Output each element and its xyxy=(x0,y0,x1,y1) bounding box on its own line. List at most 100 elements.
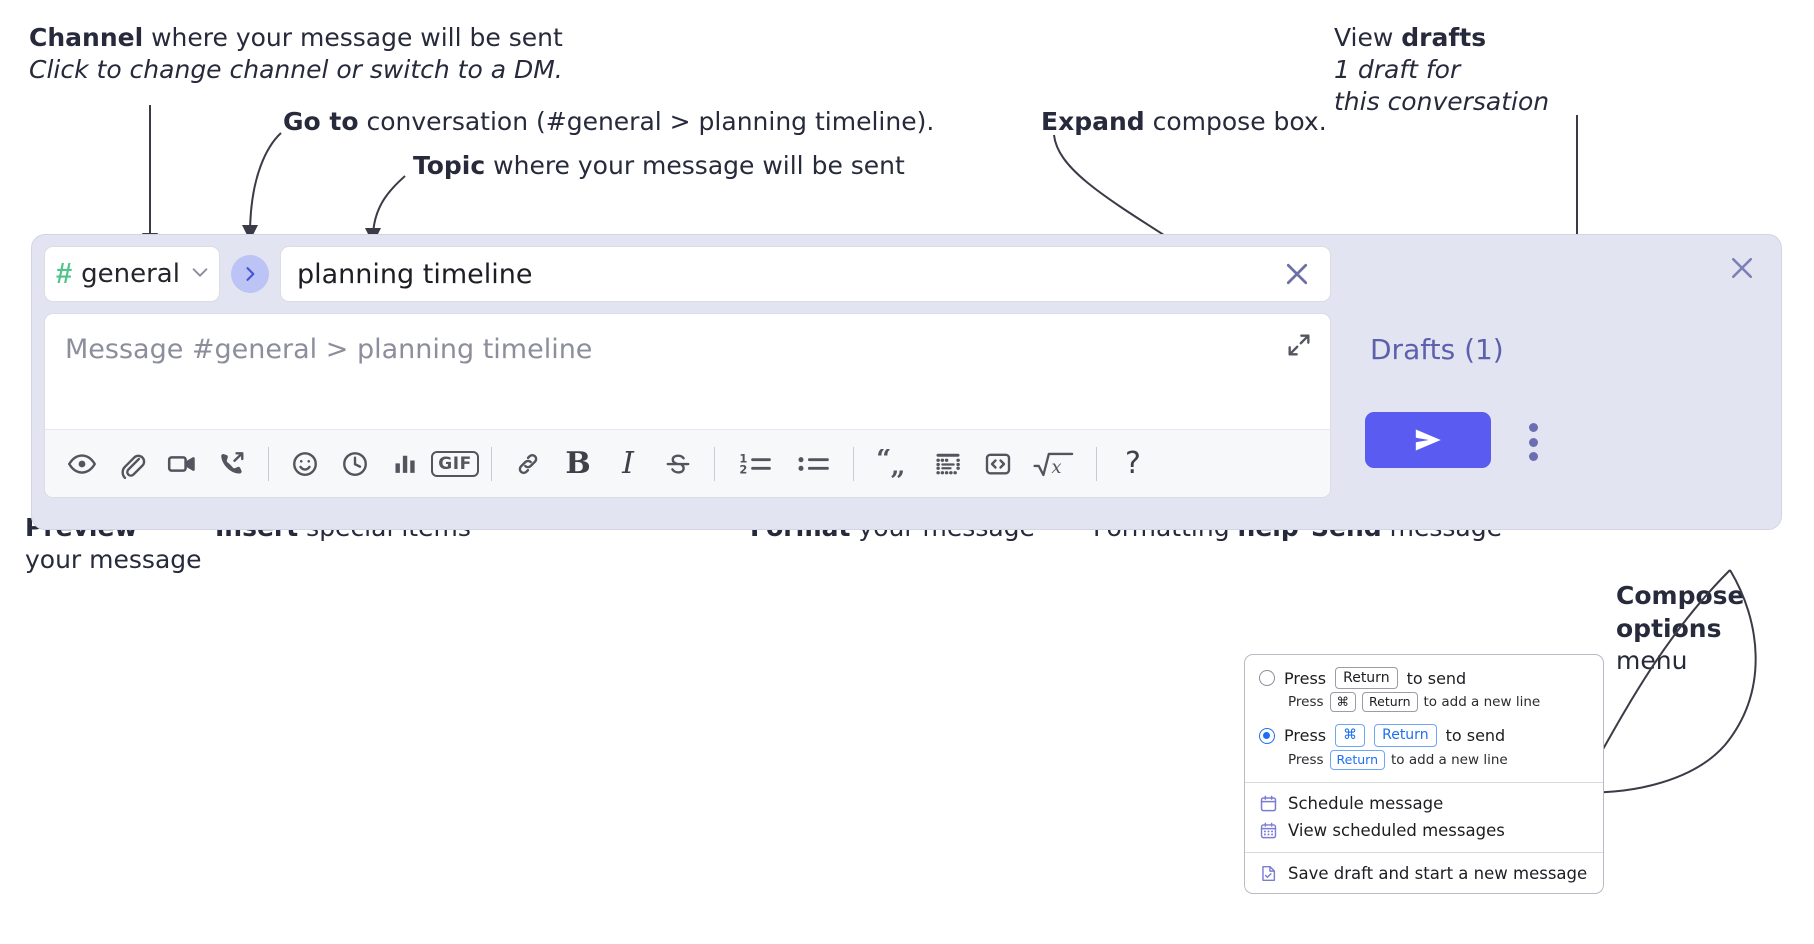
annotation-compose-options: Compose options menu xyxy=(1616,580,1744,678)
hash-icon: # xyxy=(56,257,73,290)
compose-right-column: Drafts (1) xyxy=(1343,235,1783,529)
compose-left-column: # general planning timeline Message #gen… xyxy=(44,246,1331,498)
send-shortcut-hint-1: Press ⌘ Return to add a new line xyxy=(1245,691,1603,716)
topic-value: planning timeline xyxy=(297,258,533,290)
channel-name: general xyxy=(81,259,180,289)
menu-item-label: Schedule message xyxy=(1288,793,1444,813)
svg-text:1: 1 xyxy=(739,451,747,465)
channel-selector[interactable]: # general xyxy=(44,246,220,302)
annotation-goto: Go to conversation (#general > planning … xyxy=(283,106,934,138)
message-box[interactable]: Message #general > planning timeline xyxy=(44,313,1331,498)
annotation-drafts-bold: drafts xyxy=(1401,23,1487,52)
document-check-icon xyxy=(1259,864,1278,883)
toolbar-divider xyxy=(853,446,854,481)
more-dot xyxy=(1528,423,1538,432)
close-icon[interactable] xyxy=(1725,251,1759,285)
bold-button[interactable]: B xyxy=(553,439,603,489)
audio-clip-button[interactable] xyxy=(207,439,257,489)
more-dot xyxy=(1528,452,1538,461)
send-shortcut-option-2[interactable]: Press ⌘ Return to send xyxy=(1245,722,1603,748)
math-button[interactable]: x xyxy=(1023,439,1085,489)
annotation-expand: Expand compose box. xyxy=(1041,106,1327,138)
annotation-channel-sub: Click to change channel or switch to a D… xyxy=(29,55,563,84)
svg-text:“: “ xyxy=(876,449,891,475)
option-action-label: to send xyxy=(1406,668,1467,688)
menu-item-label: View scheduled messages xyxy=(1288,820,1505,840)
gif-label: GIF xyxy=(431,450,479,477)
link-button[interactable] xyxy=(503,439,553,489)
annotation-goto-bold: Go to xyxy=(283,107,359,136)
annotation-channel-bold: Channel xyxy=(29,23,144,52)
italic-label: I xyxy=(622,446,634,481)
blockquote-button[interactable]: “ „ xyxy=(865,439,923,489)
toolbar-divider xyxy=(268,446,269,481)
message-input-placeholder: Message #general > planning timeline xyxy=(65,334,593,365)
option-press-label: Press xyxy=(1284,668,1327,688)
menu-item-label: Save draft and start a new message xyxy=(1288,863,1588,883)
preview-button[interactable] xyxy=(57,439,107,489)
send-shortcut-hint-2: Press Return to add a new line xyxy=(1245,749,1603,774)
compose-options-button[interactable] xyxy=(1513,420,1553,464)
menu-item-schedule-message[interactable]: Schedule message xyxy=(1245,790,1603,817)
annotation-drafts-pre: View xyxy=(1334,23,1402,52)
formatting-toolbar: GIF B I xyxy=(45,429,1330,497)
key-return: Return xyxy=(1362,692,1418,713)
menu-item-view-scheduled-messages[interactable]: View scheduled messages xyxy=(1245,817,1603,844)
annotation-drafts-sub1: 1 draft for xyxy=(1334,55,1461,84)
send-icon xyxy=(1415,429,1441,451)
compose-options-menu: Press Return to send Press ⌘ Return to a… xyxy=(1244,654,1604,894)
annotation-compose-options-line3: menu xyxy=(1616,646,1688,675)
annotation-compose-options-line1: Compose xyxy=(1616,581,1745,610)
inline-code-button[interactable] xyxy=(973,439,1023,489)
topic-field[interactable]: planning timeline xyxy=(280,246,1331,302)
menu-item-save-draft[interactable]: Save draft and start a new message xyxy=(1245,860,1603,887)
attach-button[interactable] xyxy=(107,439,157,489)
expand-icon[interactable] xyxy=(1282,328,1316,362)
svg-text:„: „ xyxy=(890,450,905,478)
radio-icon[interactable] xyxy=(1259,670,1275,687)
gif-button[interactable]: GIF xyxy=(430,439,480,489)
key-command: ⌘ xyxy=(1335,724,1366,747)
formatting-help-button[interactable]: ? xyxy=(1108,439,1158,489)
drafts-link[interactable]: Drafts (1) xyxy=(1370,333,1504,366)
hint-action-label: to add a new line xyxy=(1391,751,1508,768)
key-return: Return xyxy=(1335,667,1398,690)
option-action-label: to send xyxy=(1445,726,1506,746)
topic-clear-icon[interactable] xyxy=(1280,257,1314,291)
annotation-topic-bold: Topic xyxy=(413,151,486,180)
annotation-channel-rest: where your message will be sent xyxy=(143,23,563,52)
annotation-drafts-sub2: this conversation xyxy=(1334,87,1550,116)
italic-button[interactable]: I xyxy=(603,439,653,489)
video-clip-button[interactable] xyxy=(157,439,207,489)
annotation-topic-rest: where your message will be sent xyxy=(485,151,905,180)
radio-icon-selected[interactable] xyxy=(1259,727,1275,744)
strikethrough-button[interactable] xyxy=(653,439,703,489)
annotation-expand-bold: Expand xyxy=(1041,107,1145,136)
annotation-expand-rest: compose box. xyxy=(1144,107,1327,136)
toolbar-divider xyxy=(714,446,715,481)
bulleted-list-button[interactable] xyxy=(784,439,842,489)
annotation-topic: Topic where your message will be sent xyxy=(413,150,905,182)
chevron-down-icon xyxy=(189,261,211,288)
emoji-button[interactable] xyxy=(280,439,330,489)
send-button[interactable] xyxy=(1365,412,1491,468)
reminder-button[interactable] xyxy=(330,439,380,489)
question-mark-icon: ? xyxy=(1125,446,1141,481)
menu-divider xyxy=(1245,781,1603,783)
code-block-button[interactable] xyxy=(923,439,973,489)
hint-press-label: Press xyxy=(1288,694,1324,711)
hint-press-label: Press xyxy=(1288,751,1324,768)
svg-text:x: x xyxy=(1051,457,1061,478)
hint-action-label: to add a new line xyxy=(1423,694,1541,711)
key-return: Return xyxy=(1329,749,1386,770)
calendar-clock-icon xyxy=(1259,794,1278,813)
menu-divider xyxy=(1245,851,1603,853)
send-shortcut-option-1[interactable]: Press Return to send xyxy=(1245,665,1603,691)
ordered-list-button[interactable]: 1 2 xyxy=(726,439,784,489)
bold-label: B xyxy=(565,446,591,481)
toolbar-divider xyxy=(1096,446,1097,481)
poll-button[interactable] xyxy=(380,439,430,489)
annotation-compose-options-line2: options xyxy=(1616,613,1722,643)
key-return: Return xyxy=(1374,724,1437,747)
go-to-conversation-button[interactable] xyxy=(231,255,269,293)
